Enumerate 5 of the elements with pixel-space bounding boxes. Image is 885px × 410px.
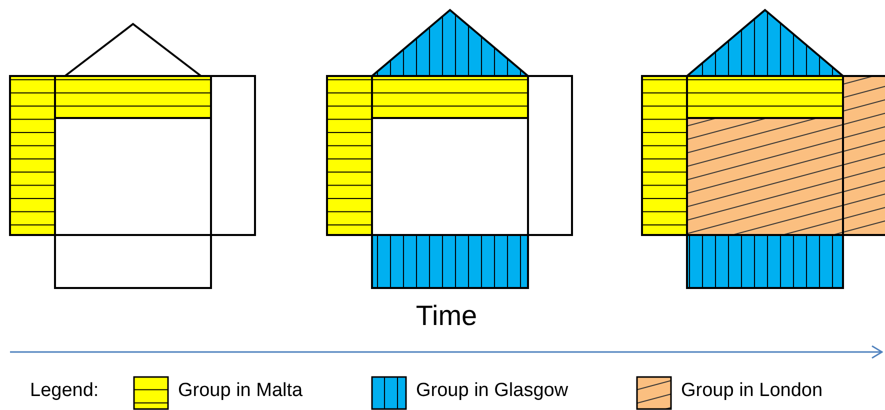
- axis-label: Time: [414, 300, 478, 332]
- legend-label: Group in Glasgow: [416, 380, 568, 402]
- legend-heading: Legend:: [30, 380, 99, 402]
- legend-label: Group in London: [681, 380, 823, 402]
- legend-label: Group in Malta: [178, 380, 303, 402]
